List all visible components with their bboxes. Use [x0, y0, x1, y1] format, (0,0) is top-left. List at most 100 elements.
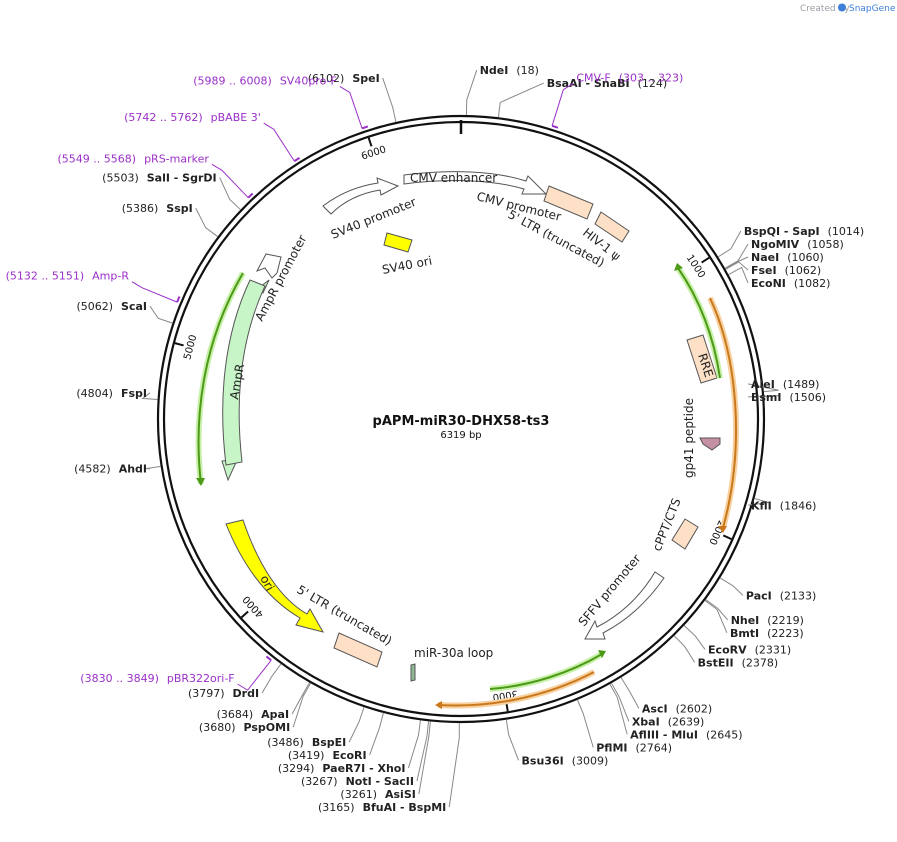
sv40-ori-feature[interactable] — [383, 232, 413, 253]
enzyme-leader-line — [448, 722, 460, 808]
enzyme-site-paci[interactable]: PacI(2133) — [719, 577, 816, 602]
enzyme-site-sspi[interactable]: (5386)SspI — [122, 202, 219, 238]
cppt-feature[interactable] — [671, 518, 699, 550]
enzyme-site-alei[interactable]: AleI(1489) — [747, 378, 819, 393]
enzyme-label: (5503)SalI - SgrDI — [102, 171, 216, 184]
enzyme-name: SalI - SgrDI — [147, 171, 217, 184]
orf-right-green-head — [674, 263, 683, 271]
enzyme-leader-line — [219, 177, 241, 211]
enzyme-layer: NdeI(18)BsaAI - SnaBI(124) BspQI - SapI(1… — [74, 64, 864, 814]
primer-prs-marker[interactable]: (5549 .. 5568)pRS-marker — [58, 152, 254, 199]
enzyme-site-ecorv[interactable]: EcoRV(2331) — [683, 625, 791, 657]
enzyme-coord: (1506) — [790, 391, 827, 404]
enzyme-label: NgoMIV(1058) — [751, 238, 844, 251]
enzyme-label: (3267)NotI - SacII — [301, 775, 414, 788]
sv40-promoter-feature[interactable] — [322, 177, 400, 215]
enzyme-label: (3419)EcoRI — [288, 749, 367, 762]
enzyme-site-asisi[interactable]: (3261) AsiSI — [340, 721, 431, 801]
enzyme-coord: (2223) — [767, 627, 804, 640]
gp41-feature[interactable] — [699, 437, 721, 451]
primer-pbabe-3[interactable]: (5742 .. 5762)pBABE 3' — [124, 111, 301, 163]
tick-mark — [174, 342, 184, 347]
enzyme-label: XbaI (2639) — [632, 715, 704, 728]
ampr-promoter-feature[interactable] — [255, 253, 282, 279]
enzyme-coord: (2764) — [636, 741, 673, 754]
enzyme-site-ndei[interactable]: NdeI(18) — [465, 64, 539, 116]
plasmid-name: pAPM-miR30-DHX58-ts3 — [373, 414, 550, 429]
enzyme-leader-line — [195, 207, 219, 238]
primer-name: CMV-F — [576, 72, 610, 85]
enzyme-site-scai[interactable]: (5062)ScaI — [76, 300, 173, 324]
enzyme-leader-line — [609, 683, 628, 735]
enzyme-site-econi[interactable]: EcoNI(1082) — [728, 266, 831, 290]
enzyme-leader-line — [291, 682, 310, 715]
ltr5-top-feature[interactable] — [543, 185, 594, 220]
enzyme-site-bspei[interactable]: (3486)BspEI — [267, 706, 365, 749]
cmv-enhancer-feature[interactable] — [403, 171, 548, 195]
enzyme-label: (4804)FspI — [76, 387, 147, 400]
tick-label: 5000 — [182, 334, 199, 361]
enzyme-site-xbai[interactable]: XbaI (2639) — [610, 682, 704, 728]
enzyme-name: PflMI — [596, 741, 627, 754]
enzyme-site-pflmi[interactable]: PflMI (2764) — [577, 699, 673, 755]
enzyme-name: AleI — [751, 378, 775, 391]
enzyme-coord: (5386) — [122, 202, 159, 215]
enzyme-name: EcoRV — [708, 643, 747, 656]
primer-cmv-f[interactable]: CMV-F(303 .. 323) — [551, 72, 683, 129]
enzyme-site-ecori[interactable]: (3419)EcoRI — [288, 712, 384, 762]
enzyme-site-kfli[interactable]: KflI(1846) — [747, 498, 816, 513]
hiv-psi-feature[interactable] — [594, 211, 630, 243]
enzyme-name: NgoMIV — [751, 238, 800, 251]
enzyme-label: BspQI - SapI(1014) — [744, 225, 864, 238]
orf-left-green-core — [197, 272, 244, 485]
sffv-promoter-feature[interactable] — [584, 571, 665, 640]
enzyme-leader-line — [728, 266, 749, 284]
ori-feature[interactable] — [225, 519, 325, 633]
primer-amp-r[interactable]: (5132 .. 5151)Amp-R — [6, 270, 181, 303]
enzyme-site-fsei[interactable]: FseI(1062) — [725, 261, 822, 277]
enzyme-site-afliii-mlui[interactable]: AflIII - MluI(2645) — [609, 683, 743, 741]
enzyme-site-bsteii[interactable]: BstEII(2378) — [673, 635, 778, 670]
enzyme-coord: (124) — [638, 77, 668, 90]
enzyme-site-bsmi[interactable]: BsmI(1506) — [747, 391, 826, 404]
enzyme-site-paer7i-xhoi[interactable]: (3294)PaeR7I - XhoI — [278, 720, 421, 775]
credit-brand: SnapGene — [849, 4, 896, 14]
enzyme-site-bsaai-snabi[interactable]: BsaAI - SnaBI(124) — [497, 77, 668, 118]
primer-sv40pro-f[interactable]: (5989 .. 6008)SV40pro-F — [193, 74, 369, 130]
enzyme-site-ngomiv[interactable]: NgoMIV(1058) — [724, 238, 844, 269]
primer-pbr322ori-f[interactable]: (3830 .. 3849)pBR322ori-F — [80, 655, 272, 691]
ltr5-bottom-feature[interactable] — [333, 632, 383, 668]
enzyme-site-bspqi-sapi[interactable]: BspQI - SapI(1014) — [717, 225, 864, 258]
enzyme-coord: (2639) — [668, 715, 705, 728]
primer-leader-line — [237, 659, 272, 691]
enzyme-name: AsiSI — [385, 788, 416, 801]
enzyme-coord: (3261) — [340, 788, 377, 801]
enzyme-coord: (3165) — [318, 801, 355, 814]
enzyme-site-noti-sacii[interactable]: (3267)NotI - SacII — [301, 721, 430, 788]
enzyme-site-naei[interactable]: NaeI(1060) — [725, 251, 824, 270]
enzyme-name: XbaI — [632, 715, 660, 728]
enzyme-label: BsmI(1506) — [751, 391, 826, 404]
enzyme-site-bmti[interactable]: BmtI(2223) — [704, 600, 804, 640]
tick-mark — [240, 610, 249, 619]
enzyme-site-fspi[interactable]: (4804)FspI — [76, 387, 158, 400]
enzyme-site-pspomi[interactable]: (3680)PspOMI — [199, 682, 312, 734]
enzyme-site-apai[interactable]: (3684)ApaI — [217, 682, 310, 722]
enzyme-leader-line — [704, 600, 728, 634]
enzyme-name: PaeR7I - XhoI — [322, 762, 405, 775]
enzyme-coord: (3797) — [188, 687, 225, 700]
enzyme-leader-line — [292, 682, 312, 728]
enzyme-site-sali-sgrdi[interactable]: (5503)SalI - SgrDI — [102, 171, 241, 211]
enzyme-site-drdi[interactable]: (3797)DrdI — [188, 663, 282, 700]
enzyme-site-bsu36i[interactable]: Bsu36I(3009) — [505, 719, 608, 768]
enzyme-site-nhei[interactable]: NheI(2219) — [705, 599, 804, 627]
enzyme-leader-line — [724, 243, 749, 269]
snapgene-logo-icon — [838, 3, 846, 12]
enzyme-site-ahdi[interactable]: (4582)AhdI — [74, 463, 161, 476]
enzyme-site-spei[interactable]: (6102)SpeI — [308, 72, 397, 123]
enzyme-label: NaeI(1060) — [751, 251, 824, 264]
enzyme-site-asci[interactable]: AscI(2602) — [620, 677, 712, 715]
enzyme-site-bfuai-bspmi[interactable]: (3165)BfuAI - BspMI — [318, 722, 460, 814]
enzyme-name: ApaI — [261, 708, 289, 721]
mir30-feature[interactable] — [410, 663, 416, 682]
